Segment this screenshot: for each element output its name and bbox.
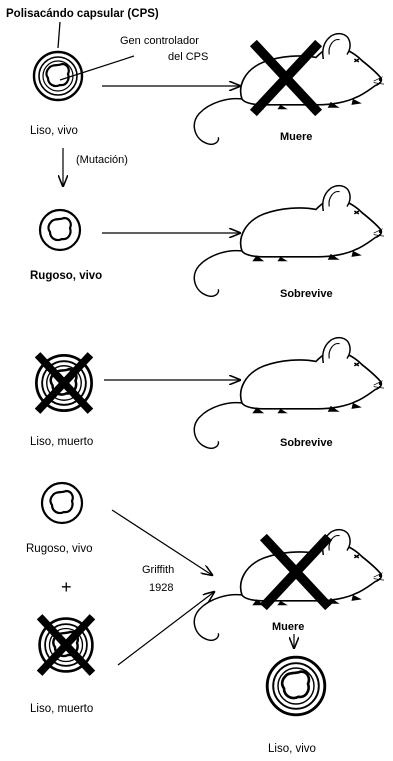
sobrevive-label-1: Sobrevive <box>280 288 333 300</box>
arrow-from-dead-smooth <box>118 592 214 665</box>
plus-sign: + <box>61 577 72 597</box>
rugoso-vivo-label-2: Rugoso, vivo <box>26 543 92 555</box>
liso-muerto-label-1: Liso, muerto <box>30 436 93 448</box>
gene-label-line2: del CPS <box>168 51 208 63</box>
liso-muerto-label-2: Liso, muerto <box>30 703 93 715</box>
mutation-label: (Mutación) <box>76 154 128 166</box>
smooth-live-cell-1 <box>34 52 82 100</box>
muere-label-2: Muere <box>272 621 304 633</box>
mouse-survives-1 <box>194 186 384 297</box>
mouse-dies-1 <box>194 34 384 145</box>
rough-live-cell-2 <box>42 483 82 523</box>
cps-pointer-line <box>58 22 60 48</box>
liso-vivo-label-1: Liso, vivo <box>30 125 78 137</box>
rugoso-vivo-label-1: Rugoso, vivo <box>30 270 102 282</box>
liso-vivo-label-2: Liso, vivo <box>268 743 316 755</box>
rough-live-cell-1 <box>40 210 80 250</box>
gene-label-line1: Gen controlador <box>120 35 199 47</box>
mouse-survives-2 <box>194 338 384 449</box>
muere-label-1: Muere <box>280 131 312 143</box>
cps-label: Polisacándo capsular (CPS) <box>6 8 159 20</box>
griffith-label-line2: 1928 <box>149 582 173 594</box>
sobrevive-label-2: Sobrevive <box>280 437 333 449</box>
griffith-label-line1: Griffith <box>142 564 174 576</box>
smooth-live-cell-2 <box>267 657 325 715</box>
